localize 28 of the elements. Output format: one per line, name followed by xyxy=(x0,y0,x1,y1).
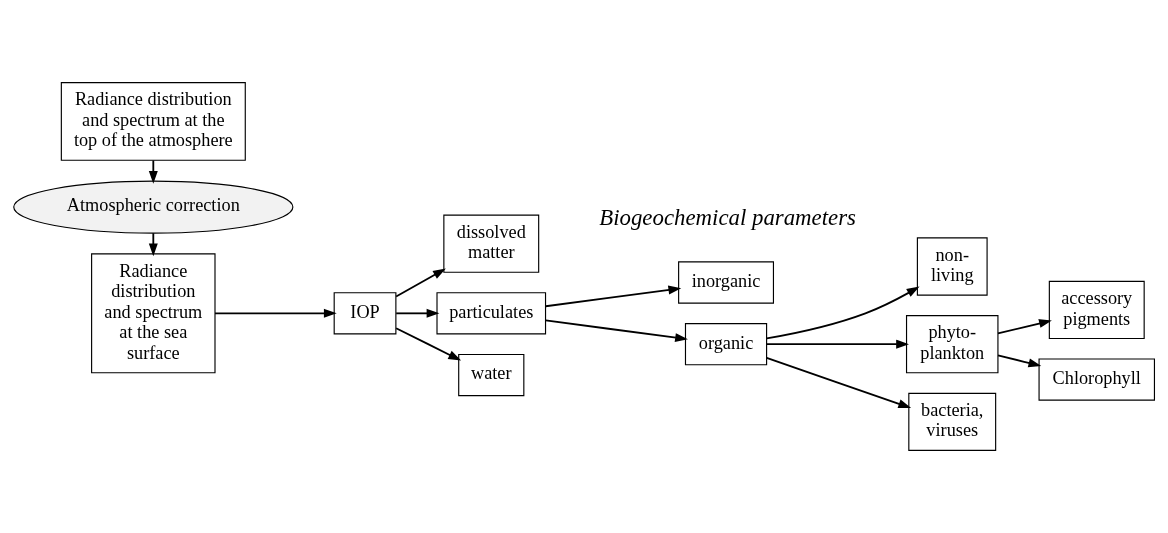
node-box: accessory pigments xyxy=(1048,280,1145,340)
node-box: dissolved matter xyxy=(443,214,540,273)
arrow xyxy=(544,285,682,308)
arrow xyxy=(997,319,1052,335)
node-box: organic xyxy=(684,323,768,366)
arrow xyxy=(765,356,912,409)
node-box: inorganic xyxy=(678,261,775,304)
node-box: Chlorophyll xyxy=(1038,358,1155,401)
node-box: Radiance distribution and spectrum at the top of the atmosphere xyxy=(60,82,246,161)
node-box: particulates xyxy=(436,292,547,335)
node-box: non- living xyxy=(916,237,988,296)
arrow xyxy=(765,286,920,340)
node-box: Radiance distribution and spectrum at the sea surface xyxy=(91,253,216,374)
arrow xyxy=(395,268,446,298)
arrow xyxy=(765,339,909,349)
arrow xyxy=(148,159,158,184)
arrow xyxy=(395,308,440,318)
arrow xyxy=(395,327,462,361)
label: Biogeochemical parameters xyxy=(599,205,856,231)
node-box: phyto- plankton xyxy=(905,315,999,374)
arrow xyxy=(997,354,1042,368)
node-box: bacteria, viruses xyxy=(908,392,997,451)
arrow xyxy=(214,308,337,318)
node-ellipse: Atmospheric correction xyxy=(13,180,294,234)
node-box: water xyxy=(458,353,525,397)
arrow xyxy=(148,232,158,257)
arrow xyxy=(544,319,688,343)
node-box: IOP xyxy=(333,292,397,335)
